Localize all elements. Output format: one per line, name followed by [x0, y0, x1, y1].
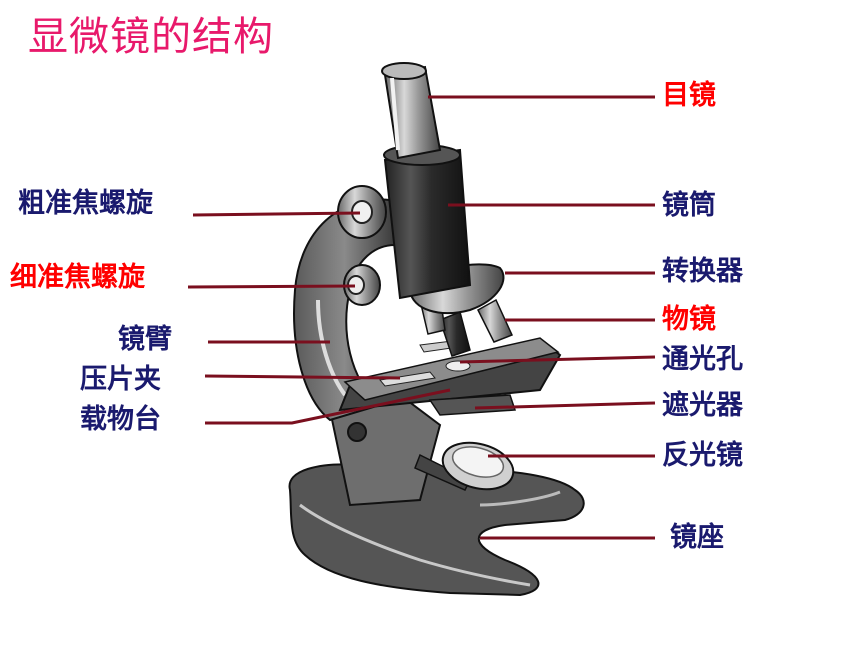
- leader-stage-clip: [204, 374, 401, 380]
- leader-coarse-focus: [192, 211, 361, 217]
- label-stage-clip: 压片夹: [80, 364, 161, 395]
- label-arm: 镜臂: [118, 324, 172, 355]
- label-nosepiece: 转换器: [662, 256, 743, 287]
- eyepiece-shape: [381, 62, 442, 160]
- label-objective: 物镜: [662, 304, 716, 335]
- label-mirror: 反光镜: [662, 440, 743, 471]
- label-eyepiece: 目镜: [662, 80, 716, 111]
- leader-aperture: [459, 355, 656, 364]
- mirror-shape: [414, 441, 515, 491]
- label-aperture: 通光孔: [662, 344, 743, 375]
- pillar-screw: [347, 422, 367, 442]
- tube-shape: [383, 144, 472, 300]
- label-coarse-focus: 粗准焦螺旋: [18, 188, 153, 219]
- label-fine-focus: 细准焦螺旋: [10, 262, 145, 293]
- page-title: 显微镜的结构: [28, 14, 274, 60]
- leader-diaphragm: [474, 401, 656, 410]
- leader-lines: [187, 95, 656, 540]
- label-tube: 镜筒: [662, 190, 716, 221]
- leader-stage: [205, 388, 451, 425]
- label-base: 镜座: [670, 522, 724, 553]
- label-stage: 载物台: [80, 404, 161, 435]
- base-shape: [288, 463, 585, 597]
- stage-shape: [338, 337, 562, 416]
- fine-focus-knob: [343, 264, 381, 306]
- leader-fine-focus: [187, 284, 356, 289]
- label-diaphragm: 遮光器: [662, 390, 743, 421]
